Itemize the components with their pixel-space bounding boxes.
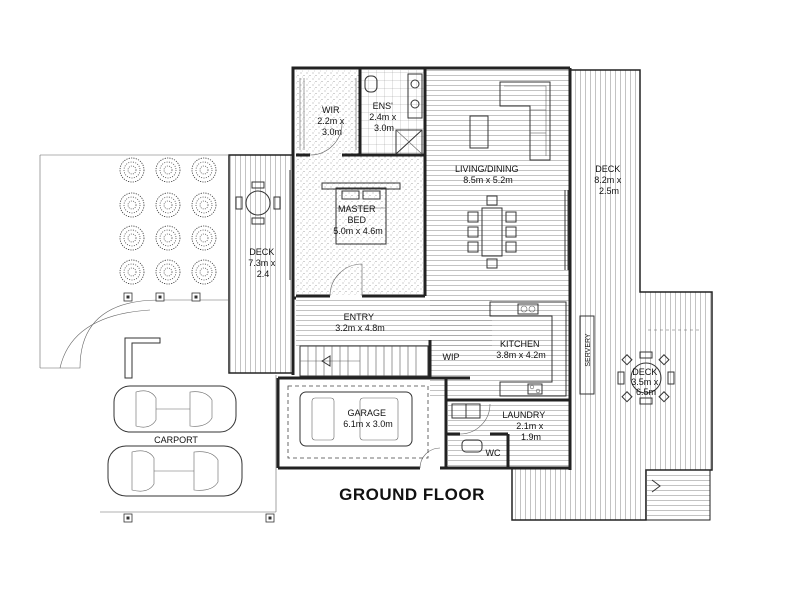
plan-title: GROUND FLOOR xyxy=(339,485,485,504)
carport-label: CARPORT xyxy=(154,435,198,445)
shrub xyxy=(191,225,217,251)
east-lower-deck-label: DECK 3.5m x 6.5m xyxy=(631,367,661,397)
garage-label: GARAGE 6.1m x 3.0m xyxy=(343,408,393,429)
kitchen-benches xyxy=(489,301,567,397)
servery-label: SERVERY xyxy=(585,333,592,367)
post xyxy=(191,292,201,302)
staircase xyxy=(299,345,429,377)
carport-cars xyxy=(107,385,243,497)
door-swings xyxy=(309,122,491,469)
west-deck-label: DECK 7.3m x 2.4 xyxy=(248,247,278,279)
shrub xyxy=(191,259,217,285)
shrub xyxy=(155,259,181,285)
shrub-grid xyxy=(119,157,217,285)
east-deck-label: DECK 8.2m x 2.5m xyxy=(594,164,624,196)
bed xyxy=(321,182,401,245)
servery-bench xyxy=(579,315,595,395)
wip-label: WIP xyxy=(443,352,460,362)
landscape xyxy=(39,154,277,523)
post xyxy=(123,513,133,523)
shrub xyxy=(155,192,181,218)
post xyxy=(123,292,133,302)
dining-table xyxy=(467,195,517,269)
robe-rails xyxy=(299,78,357,150)
sofa xyxy=(499,81,551,161)
laundry-fixtures xyxy=(451,403,483,453)
coffee-table xyxy=(469,115,489,149)
master-floor xyxy=(296,155,425,295)
shrub xyxy=(119,225,145,251)
retaining-wall xyxy=(124,337,161,379)
ensuite-floor xyxy=(360,70,425,155)
post xyxy=(265,513,275,523)
shrub xyxy=(119,192,145,218)
garage-car xyxy=(287,385,429,459)
master-bed-label: MASTER BED 5.0m x 4.6m xyxy=(333,204,383,236)
wc-label: WC xyxy=(486,448,501,458)
shrub xyxy=(155,225,181,251)
deck-stairs xyxy=(645,469,711,521)
ensuite-fixtures xyxy=(364,73,423,155)
walls xyxy=(276,66,572,470)
outdoor-table-west xyxy=(235,181,281,225)
entry-label: ENTRY 3.2m x 4.8m xyxy=(335,312,385,333)
shrub xyxy=(191,192,217,218)
room-labels: WIR 2.2m x 3.0m ENS' 2.4m x 3.0m LIVING/… xyxy=(154,101,661,458)
living-dining-label: LIVING/DINING 8.5m x 5.2m xyxy=(455,164,521,185)
shrub xyxy=(119,157,145,183)
shrub xyxy=(155,157,181,183)
post xyxy=(155,292,165,302)
shrub xyxy=(191,157,217,183)
wir-label: WIR 2.2m x 3.0m xyxy=(317,105,347,137)
kitchen-label: KITCHEN 3.8m x 4.2m xyxy=(496,339,546,360)
wir-floor xyxy=(296,70,360,155)
laundry-label: LAUNDRY 2.1m x 1.9m xyxy=(502,410,547,442)
shrub xyxy=(119,259,145,285)
outdoor-table-east xyxy=(617,351,675,405)
ensuite-label: ENS' 2.4m x 3.0m xyxy=(369,101,399,133)
